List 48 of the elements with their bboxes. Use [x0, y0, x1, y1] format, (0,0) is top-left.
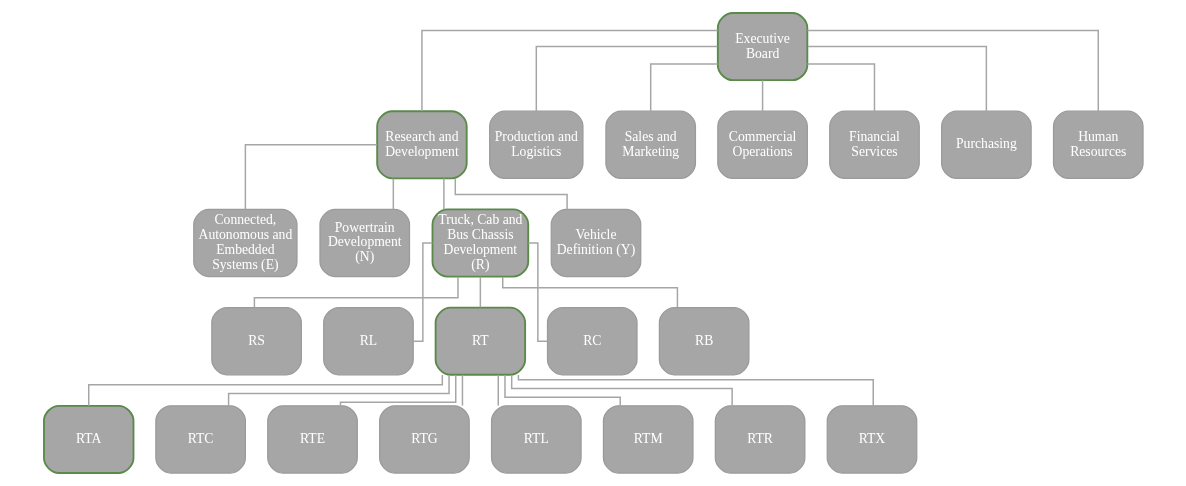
node-box: RS — [210, 307, 302, 376]
node-box: Research and Development — [375, 110, 468, 180]
node-box: RTG — [378, 405, 470, 474]
node-box: RTA — [42, 404, 134, 474]
node-box: Commercial Operations — [716, 110, 808, 179]
node-box: Purchasing — [940, 110, 1032, 179]
connector — [497, 374, 499, 407]
node-box: Truck, Cab and Bus Chassis Development (R) — [431, 208, 529, 278]
connector — [339, 374, 456, 407]
node-box: RTL — [490, 405, 582, 474]
node-box: Powertrain Development (N) — [318, 208, 410, 278]
connector — [412, 242, 433, 342]
connector — [501, 276, 678, 308]
connector — [461, 374, 463, 407]
node-box: RTX — [826, 405, 917, 474]
node-box: RTR — [714, 405, 805, 474]
connector — [392, 177, 394, 210]
node-box: RB — [658, 307, 750, 376]
connector — [227, 374, 450, 407]
connector — [761, 79, 763, 112]
connector — [649, 63, 718, 112]
node-box: Human Resources — [1052, 110, 1144, 179]
connector — [420, 29, 718, 112]
connector — [806, 29, 1099, 112]
connector — [503, 374, 621, 407]
connector — [479, 276, 481, 309]
connector — [244, 144, 378, 210]
node-box: Connected, Autonomous and Embedded Systems (E) — [192, 208, 298, 278]
connector — [442, 177, 445, 210]
connector — [517, 374, 874, 407]
connector — [253, 275, 459, 309]
connector — [527, 242, 548, 342]
node-box: RT — [434, 306, 526, 376]
connector — [535, 45, 718, 112]
connector — [806, 63, 875, 112]
connector — [87, 374, 443, 407]
node-box: Executive Board — [716, 12, 808, 82]
node-box: Sales and Marketing — [604, 110, 696, 179]
node-box: Financial Services — [828, 110, 920, 179]
connector — [510, 374, 733, 407]
connector — [806, 45, 987, 112]
node-box: RL — [322, 307, 414, 376]
node-box: Vehicle Definition (Y) — [550, 208, 641, 278]
node-box: RTC — [154, 405, 246, 474]
node-box: Production and Logistics — [488, 110, 584, 179]
node-box: RTE — [266, 405, 358, 474]
node-box: RTM — [602, 405, 694, 474]
node-box: RC — [546, 307, 638, 376]
